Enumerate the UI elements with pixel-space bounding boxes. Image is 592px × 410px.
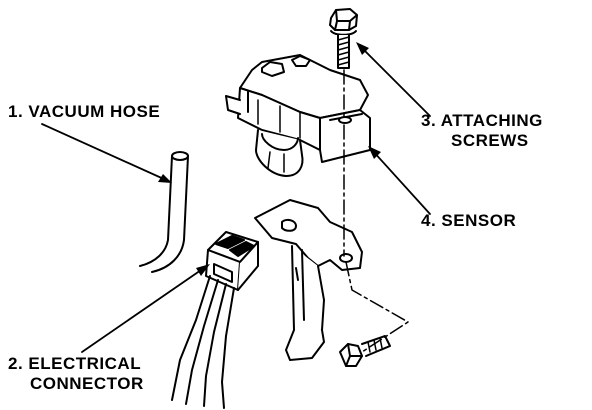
label-sensor: 4. SENSOR <box>421 211 516 231</box>
label-attaching-screws-number: 3. <box>421 111 437 130</box>
label-electrical-connector-line1: ELECTRICAL <box>28 354 142 373</box>
label-electrical-connector: 2. ELECTRICAL CONNECTOR <box>8 354 144 394</box>
mounting-bracket <box>254 199 363 361</box>
vacuum-hose <box>139 151 189 273</box>
alignment-lines <box>343 69 409 353</box>
arrowheads <box>158 42 381 276</box>
attaching-screw-top <box>329 8 358 69</box>
arrow-electrical-connector <box>196 264 210 276</box>
attaching-screw-bottom <box>339 335 391 367</box>
label-attaching-screws: 3. ATTACHING SCREWS <box>421 111 543 151</box>
electrical-connector <box>171 231 259 409</box>
arrow-attaching-screws <box>356 42 369 55</box>
label-attaching-screws-line1: ATTACHING <box>440 111 543 130</box>
arrow-sensor <box>368 146 381 159</box>
label-attaching-screws-line2: SCREWS <box>451 131 529 150</box>
label-vacuum-hose-number: 1. <box>8 102 24 121</box>
label-sensor-number: 4. <box>421 211 437 230</box>
label-electrical-connector-number: 2. <box>8 354 24 373</box>
label-vacuum-hose-text: VACUUM HOSE <box>28 102 161 121</box>
arrow-vacuum-hose <box>158 174 172 183</box>
sensor <box>225 54 371 177</box>
leader-lines <box>41 45 431 353</box>
label-electrical-connector-line2: CONNECTOR <box>30 374 144 393</box>
label-sensor-text: SENSOR <box>441 211 517 230</box>
label-vacuum-hose: 1. VACUUM HOSE <box>8 102 160 122</box>
